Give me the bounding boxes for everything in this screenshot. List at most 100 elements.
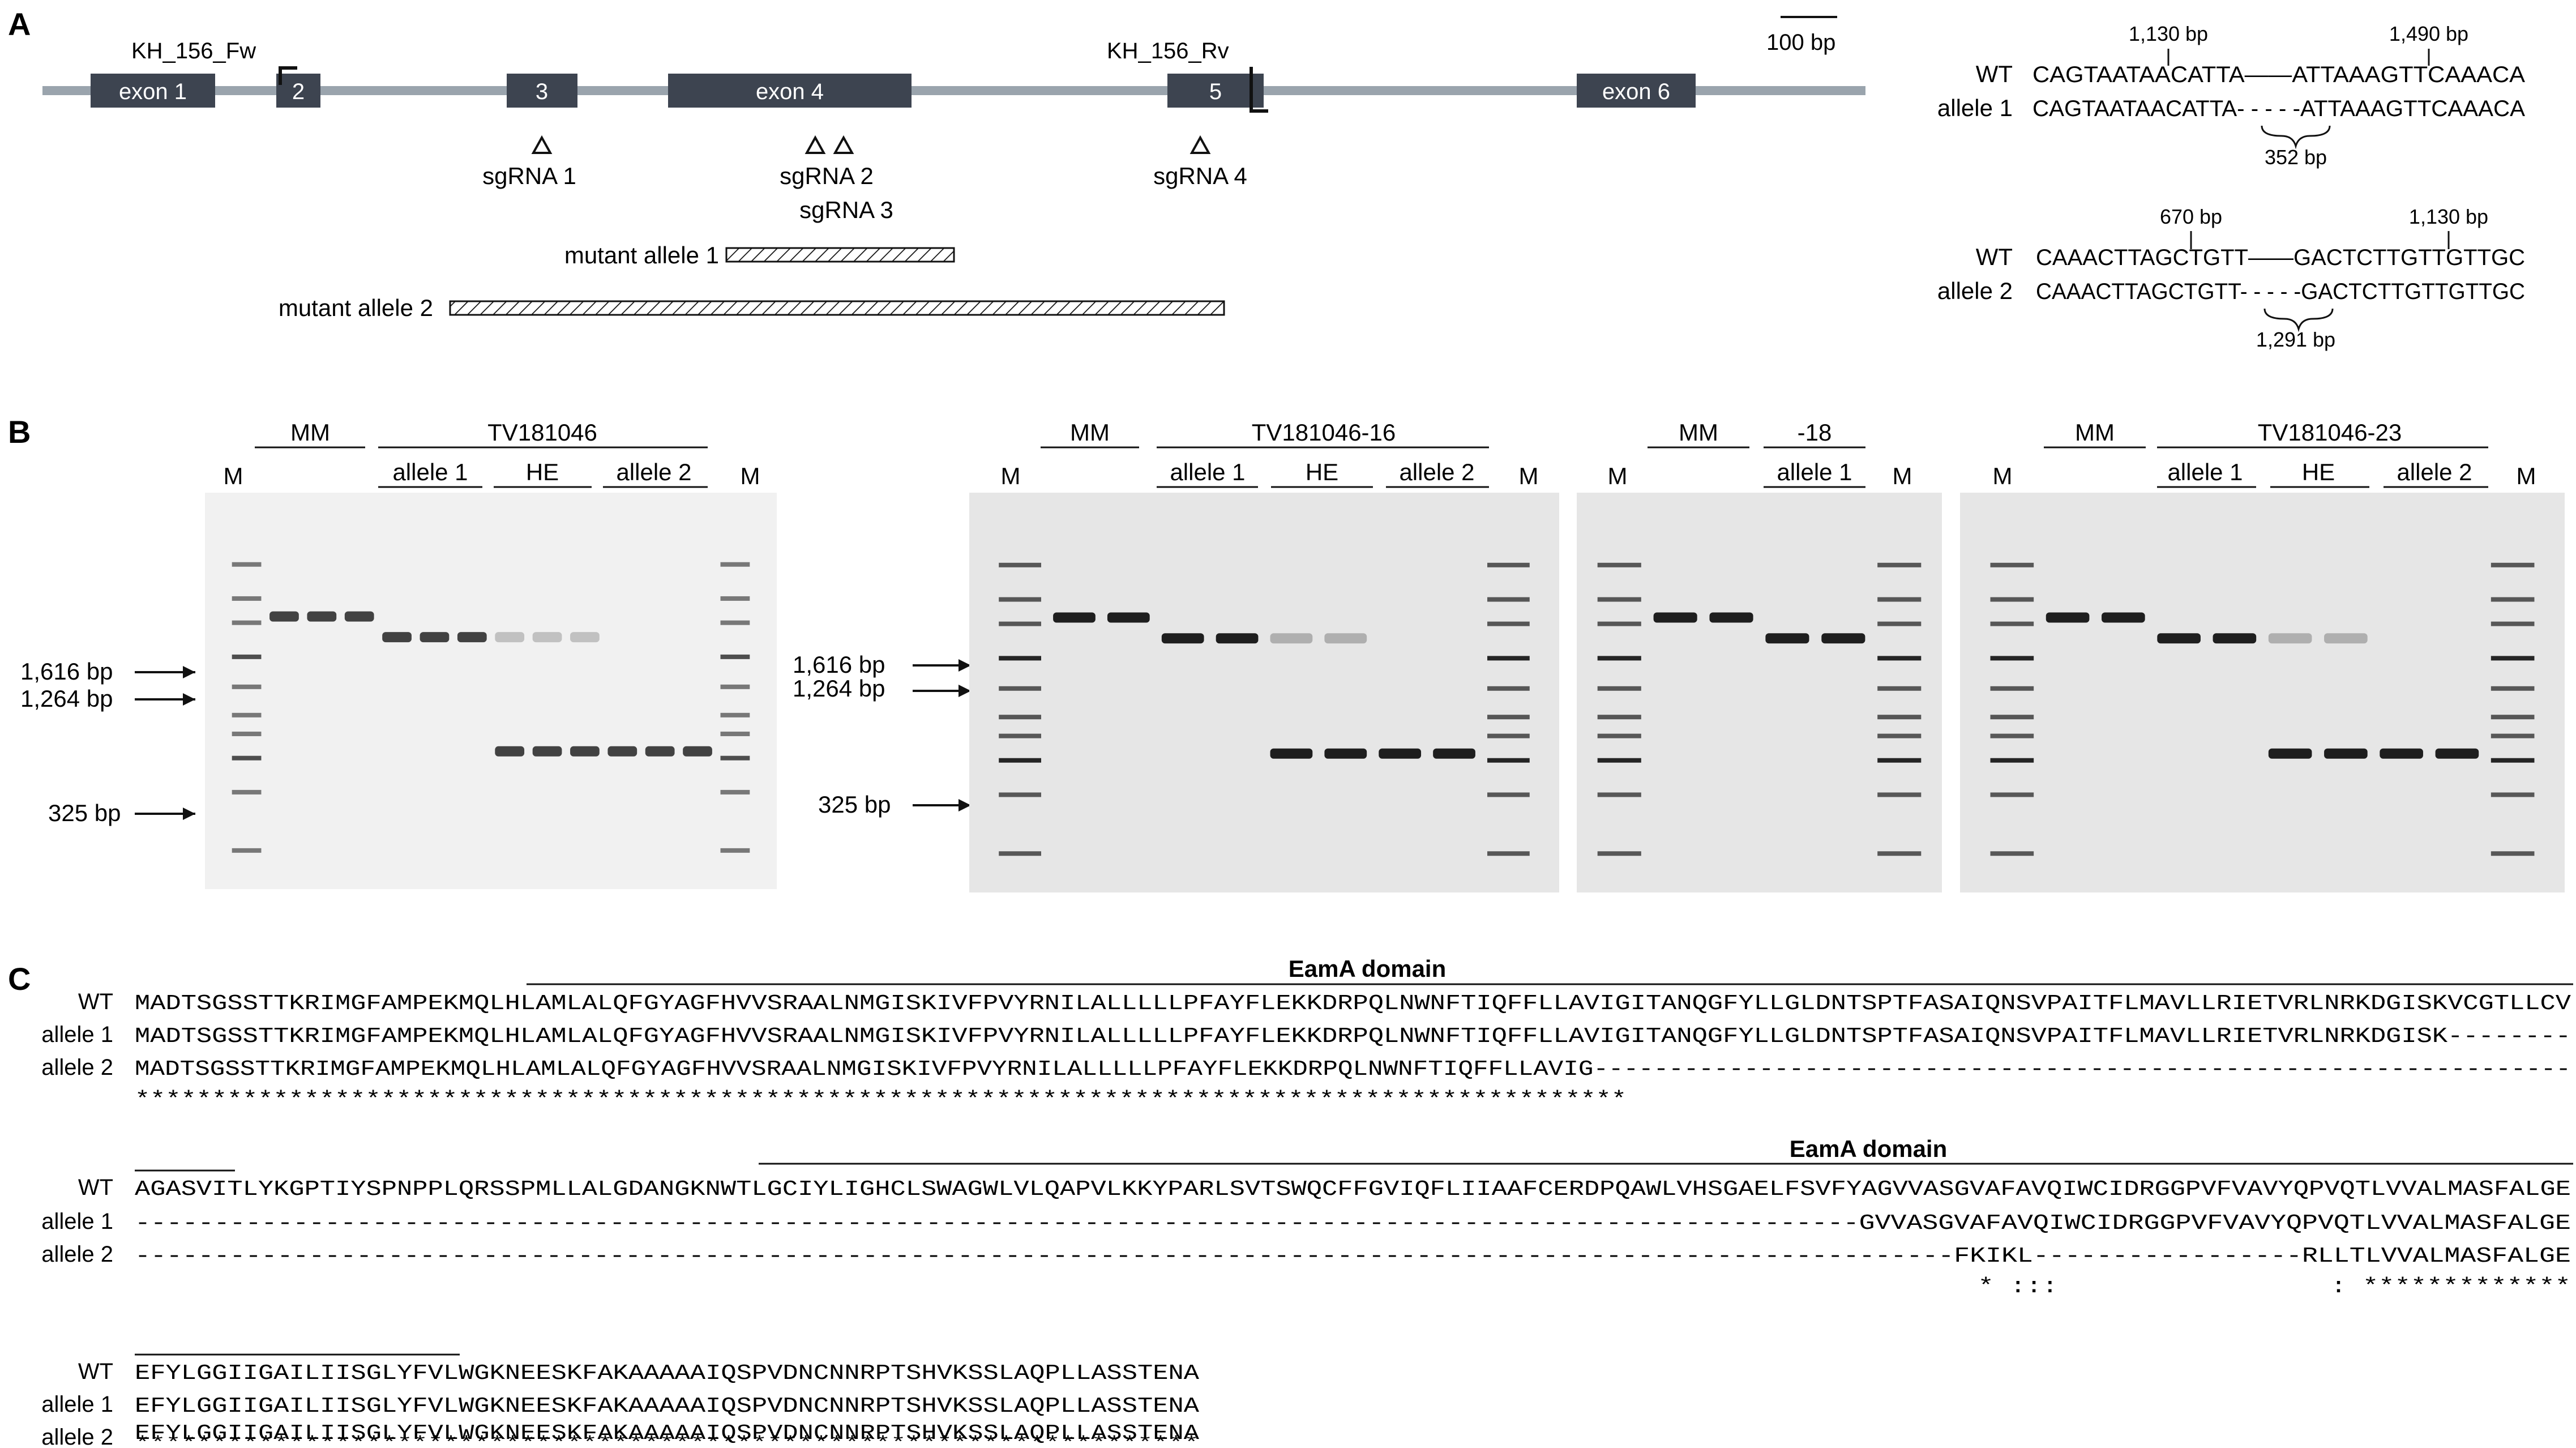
dna-band — [1107, 612, 1150, 623]
dna-band — [2102, 612, 2145, 623]
block-2-label-allele1: allele 1 — [41, 1209, 113, 1234]
alignment-1-pos-right: 1,490 bp — [2389, 22, 2468, 45]
gel-1-group-mm: MM — [290, 419, 330, 446]
dna-band — [495, 632, 525, 643]
gel-2-group-allele1: allele 1 — [1170, 459, 1245, 485]
alignment-1-allele-label: allele 1 — [1937, 95, 2013, 121]
ladder-band — [1877, 656, 1922, 661]
ladder-band — [1990, 733, 2034, 738]
dna-band — [2324, 633, 2368, 644]
dna-band — [2380, 748, 2423, 759]
dna-band — [2213, 633, 2257, 644]
panel-label-b: B — [8, 414, 31, 450]
dna-band — [683, 746, 712, 757]
dna-band — [2324, 748, 2368, 759]
alignment-2-pos-left: 670 bp — [2160, 205, 2222, 228]
gel-3-marker-right: M — [1893, 463, 1912, 489]
ladder-band — [720, 596, 750, 601]
gel-1-size-1616: 1,616 bp — [20, 658, 113, 685]
dna-band — [607, 746, 637, 757]
ladder-band — [1877, 758, 1922, 763]
alignment-2-pos-right: 1,130 bp — [2409, 205, 2488, 228]
ladder-band — [1597, 792, 1641, 797]
ladder-band — [1597, 733, 1641, 738]
ladder-band — [999, 562, 1041, 567]
domain-label-1: EamA domain — [1289, 955, 1447, 982]
ladder-band — [1990, 597, 2034, 602]
ladder-band — [1877, 621, 1922, 626]
ladder-band — [1990, 621, 2034, 626]
gel-1-lanes — [232, 562, 750, 853]
ladder-band — [2491, 656, 2535, 661]
alignment-2-brace — [2263, 308, 2334, 332]
ladder-band — [1990, 562, 2034, 567]
ladder-band — [1877, 733, 1922, 738]
dna-band — [1324, 633, 1367, 644]
ladder-band — [1990, 656, 2034, 661]
block-2-seq-allele2: ----------------------------------------… — [135, 1244, 2571, 1268]
ladder-band — [720, 620, 750, 625]
dna-band — [2435, 748, 2479, 759]
ladder-band — [2491, 758, 2535, 763]
ladder-band — [1487, 792, 1530, 797]
gel-2-arrow-325-icon — [958, 799, 971, 811]
dna-band — [420, 632, 450, 643]
protein-alignment: EamA domain WT MADTSGSSTTKRIMGFAMPEKMQLH… — [41, 955, 2573, 1448]
alignment-2-allele-seq: CAAACTTAGCTGTT- - - - -GACTCTTGTTGTTGC — [2036, 279, 2525, 304]
mutant-allele-2-label: mutant allele 2 — [279, 294, 433, 321]
ladder-band — [720, 654, 750, 659]
alignment-2-wt-label: WT — [1976, 244, 2013, 270]
block-1-label-allele2: allele 2 — [41, 1055, 113, 1080]
exon-5 — [1167, 74, 1264, 108]
exon-5-label: 5 — [1209, 79, 1222, 104]
ladder-band — [1877, 851, 1922, 856]
alignment-1-pos-left: 1,130 bp — [2129, 22, 2208, 45]
block-3-seq-allele2: EFYLGGIIGAILIISGLYFVLWGKNEESKFAKAAAAAIQS… — [135, 1421, 1199, 1446]
ladder-band — [999, 597, 1041, 602]
ladder-band — [1487, 686, 1530, 691]
gel-2-group-mm: MM — [1070, 419, 1110, 446]
block-3-seq-wt: EFYLGGIIGAILIISGLYFVLWGKNEESKFAKAAAAAIQS… — [135, 1361, 1199, 1386]
block-3-label-allele2: allele 2 — [41, 1425, 113, 1448]
ladder-band — [720, 848, 750, 853]
ladder-band — [999, 715, 1041, 720]
dna-band — [532, 632, 562, 643]
ladder-band — [1597, 686, 1641, 691]
exon-6-label: exon 6 — [1602, 79, 1670, 104]
block-3-label-allele1: allele 1 — [41, 1392, 113, 1417]
gel-3-group-sample: -18 — [1798, 419, 1832, 446]
dna-band — [2268, 633, 2312, 644]
mutant-allele-1-bar — [725, 247, 955, 263]
ladder-band — [1487, 733, 1530, 738]
dna-band — [1379, 748, 1422, 759]
sgrna-4-label: sgRNA 4 — [1153, 163, 1247, 189]
ladder-band — [2491, 597, 2535, 602]
sgrna-1-label: sgRNA 1 — [482, 163, 576, 189]
ladder-band — [999, 733, 1041, 738]
ladder-band — [1487, 621, 1530, 626]
gel-2-arrow-1264-icon — [958, 685, 971, 697]
block-1-seq-wt: MADTSGSSTTKRIMGFAMPEKMQLHLAMLALQFGYAGFHV… — [135, 992, 2571, 1016]
dna-band — [570, 632, 600, 643]
block-3-seq-allele1: EFYLGGIIGAILIISGLYFVLWGKNEESKFAKAAAAAIQS… — [135, 1394, 1199, 1419]
alignment-1-wt-seq: CAGTAATAACATTA——ATTAAAGTTCAAACA — [2032, 62, 2525, 87]
ladder-band — [1877, 715, 1922, 720]
mutant-allele-1-label: mutant allele 1 — [564, 242, 719, 268]
ladder-band — [1597, 621, 1641, 626]
gel-1-arrow-325-icon — [183, 808, 195, 820]
gel-2: MM TV181046-16 allele 1 HE allele 2 M M … — [793, 419, 1559, 892]
dna-band — [1709, 612, 1753, 623]
exon-6 — [1577, 74, 1696, 108]
block-1-consensus: ****************************************… — [135, 1088, 1627, 1112]
dna-band — [570, 746, 600, 757]
dna-band — [269, 611, 299, 622]
ladder-band — [1487, 715, 1530, 720]
ladder-band — [720, 712, 750, 717]
gene-map: exon 1 2 3 exon 4 5 exon 6 KH_156_Fw KH_… — [42, 16, 1865, 321]
ladder-band — [1877, 686, 1922, 691]
block-1-label-wt: WT — [78, 989, 113, 1014]
alignment-2-wt-seq: CAAACTTAGCTGTT——GACTCTTGTTGTTGC — [2036, 245, 2525, 270]
ladder-band — [1487, 851, 1530, 856]
dna-band — [1433, 748, 1475, 759]
